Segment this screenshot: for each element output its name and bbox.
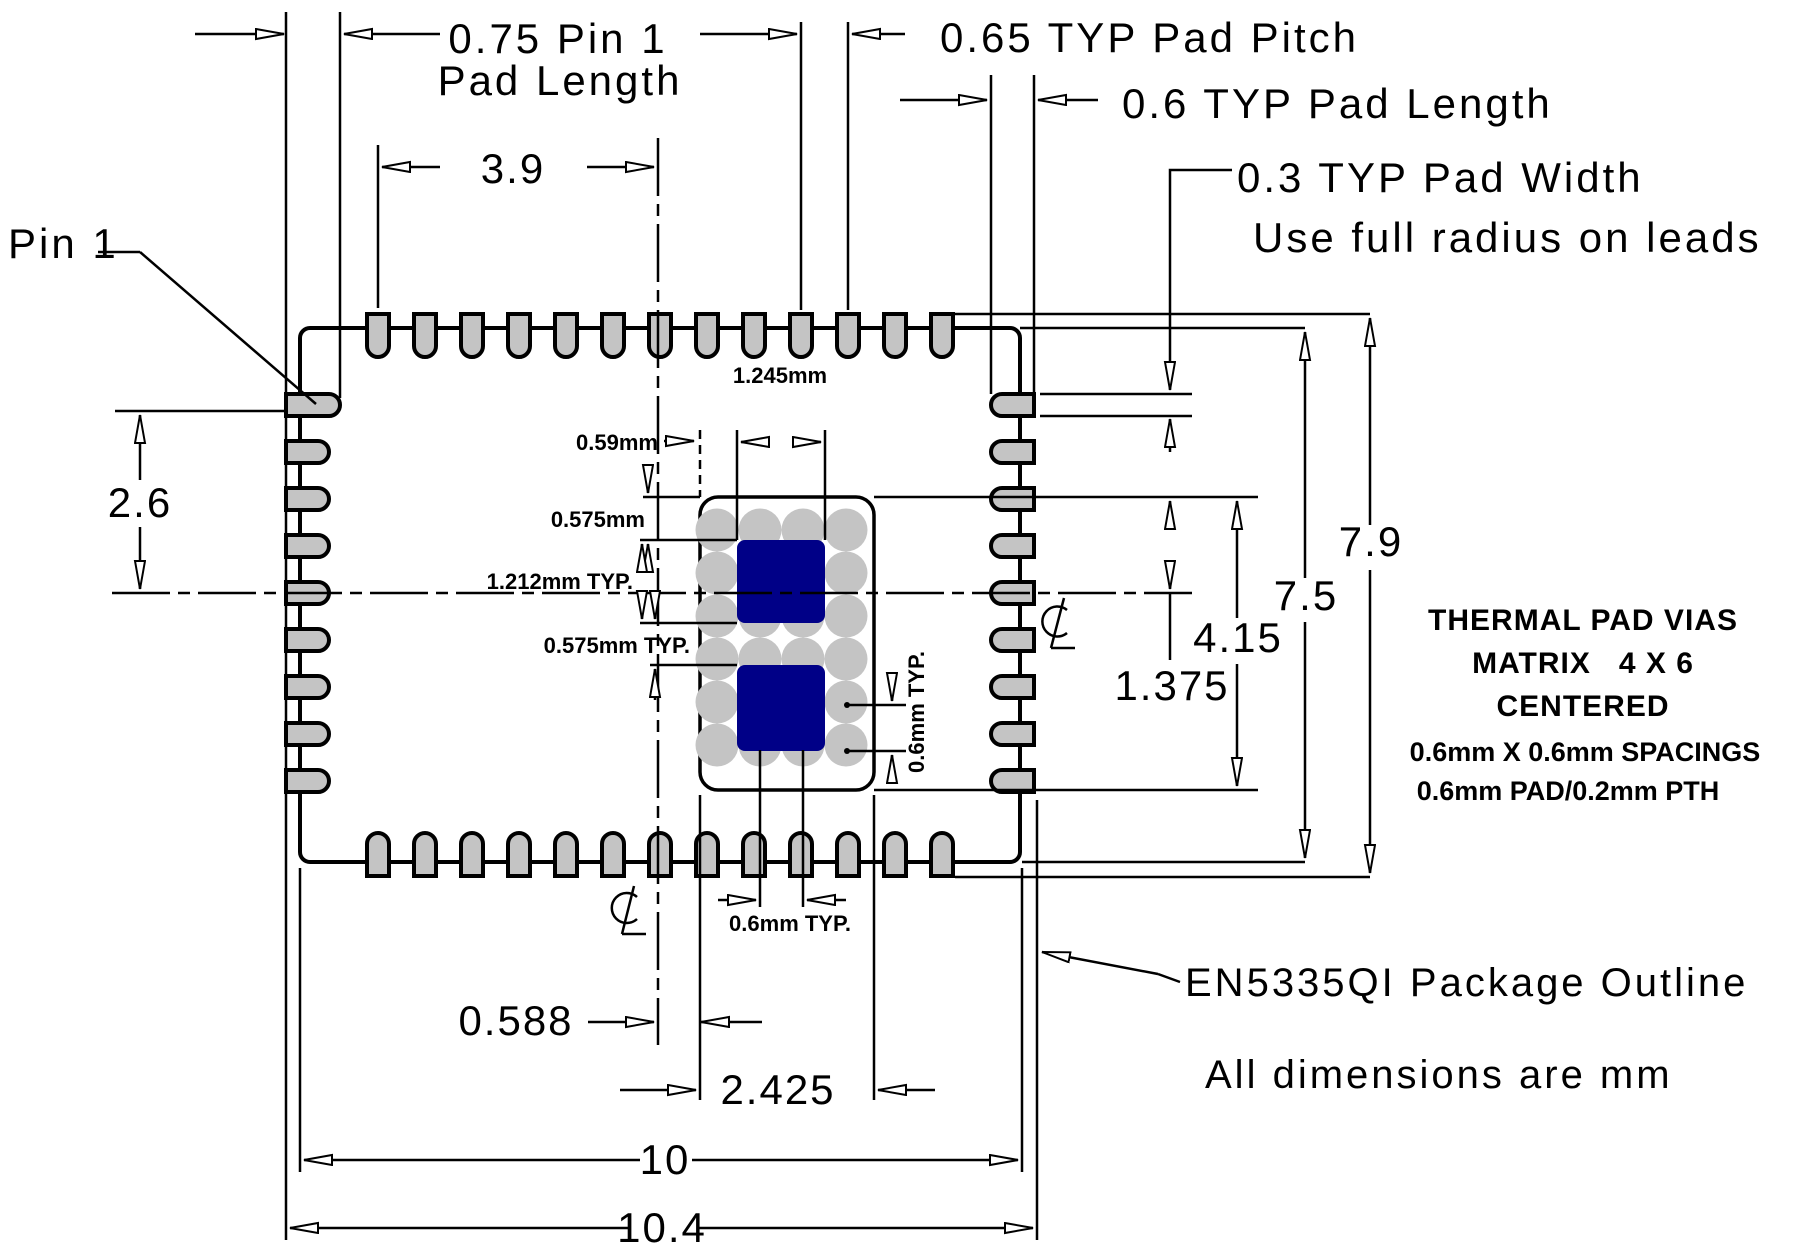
pad-top <box>600 312 626 359</box>
centerline-symbol-right <box>1041 597 1075 650</box>
pad-right <box>989 627 1036 653</box>
thermal-note-line4: 0.6mm X 0.6mm SPACINGS <box>1410 737 1761 767</box>
units-note: All dimensions are mm <box>1205 1053 1673 1097</box>
pad-width-label: 0.3 TYP Pad Width <box>1237 154 1644 201</box>
dim-0-588: 0.588 <box>458 997 573 1044</box>
pad-top <box>835 312 861 359</box>
pad-top <box>788 312 814 359</box>
thermal-via <box>695 723 739 767</box>
pad-left <box>284 768 331 794</box>
full-radius-note: Use full radius on leads <box>1253 214 1762 261</box>
thermal-cutout-lower <box>737 665 825 751</box>
thermal-via <box>824 551 868 595</box>
thermal-note-line3: CENTERED <box>1496 690 1669 723</box>
pad-top <box>882 312 908 359</box>
pad-top <box>365 312 391 359</box>
thermal-via <box>824 680 868 724</box>
pad-top <box>929 312 955 359</box>
package-body-outline <box>298 326 1022 864</box>
pad-top <box>459 312 485 359</box>
pad-bottom <box>600 831 626 878</box>
pad-top <box>741 312 767 359</box>
thermal-via <box>824 637 868 681</box>
pad-column-left (pin1 first) <box>284 392 342 794</box>
pad-bottom <box>553 831 579 878</box>
pad-bottom <box>882 831 908 878</box>
pad-bottom <box>788 831 814 878</box>
thermal-via <box>824 508 868 552</box>
pad-left <box>284 674 331 700</box>
thermal-note-line5: 0.6mm PAD/0.2mm PTH <box>1417 776 1720 806</box>
thermal-via <box>824 594 868 638</box>
annotations: 0.75 Pin 1 Pad Length 0.65 TYP Pad Pitch… <box>8 14 1762 1251</box>
pin1-pad-length-label-line1: 0.75 Pin 1 <box>448 15 667 62</box>
thermal-via <box>824 723 868 767</box>
dim-10-4: 10.4 <box>617 1204 707 1251</box>
outline-title: EN5335QI Package Outline <box>1185 961 1748 1005</box>
pad-bottom <box>741 831 767 878</box>
thermal-via <box>695 508 739 552</box>
dim-4-15: 4.15 <box>1193 614 1283 661</box>
pin1-pad-length-label-line2: Pad Length <box>438 57 683 104</box>
pad-bottom <box>694 831 720 878</box>
pad-right <box>989 721 1036 747</box>
pad-right <box>989 392 1036 418</box>
dimension-lines <box>140 34 1370 1228</box>
dim-10: 10 <box>640 1136 691 1183</box>
pad-left <box>284 439 331 465</box>
dim-1-245mm: 1.245mm <box>733 363 827 388</box>
dim-0-59mm: 0.59mm <box>576 430 658 455</box>
pad-row-bottom <box>365 831 955 878</box>
pad-left <box>284 486 331 512</box>
extension-lines <box>115 12 1370 1240</box>
dim-0-575mm-typ: 0.575mm TYP. <box>544 633 690 658</box>
thermal-via <box>695 680 739 724</box>
thermal-via <box>695 551 739 595</box>
thermal-note-line1: THERMAL PAD VIAS <box>1428 604 1738 637</box>
dim-1-375: 1.375 <box>1114 662 1229 709</box>
dim-2-425: 2.425 <box>720 1066 835 1113</box>
thermal-via <box>695 594 739 638</box>
pad-right <box>989 533 1036 559</box>
pad-row-top <box>365 312 955 359</box>
pin1-label: Pin 1 <box>8 220 119 267</box>
pad-bottom <box>929 831 955 878</box>
centerline-symbol-bottom <box>610 885 646 936</box>
pad-right <box>989 768 1036 794</box>
pad-pin1 <box>284 392 342 418</box>
thermal-note-line2: MATRIX 4 X 6 <box>1472 647 1694 680</box>
pad-column-right <box>989 392 1036 794</box>
pad-top <box>506 312 532 359</box>
dim-7-5: 7.5 <box>1274 572 1338 619</box>
pad-bottom <box>365 831 391 878</box>
pad-length-label: 0.6 TYP Pad Length <box>1122 80 1553 127</box>
pad-top <box>694 312 720 359</box>
pad-right <box>989 486 1036 512</box>
dim-1-212mm-typ: 1.212mm TYP. <box>487 569 633 594</box>
pad-left <box>284 721 331 747</box>
thermal-cutout-upper <box>737 540 825 623</box>
dim-0-575mm: 0.575mm <box>551 507 645 532</box>
pad-bottom <box>506 831 532 878</box>
dim-2-6: 2.6 <box>108 479 172 526</box>
pad-top <box>553 312 579 359</box>
leader-lines <box>98 250 1181 984</box>
pad-top <box>647 312 673 359</box>
pad-left <box>284 627 331 653</box>
pad-top <box>412 312 438 359</box>
pad-bottom <box>647 831 673 878</box>
dim-0-6mm-typ-bottom: 0.6mm TYP. <box>729 911 851 936</box>
pad-bottom <box>835 831 861 878</box>
pad-bottom <box>459 831 485 878</box>
dim-7-9: 7.9 <box>1339 518 1403 565</box>
pad-pitch-label: 0.65 TYP Pad Pitch <box>940 14 1359 61</box>
pad-right <box>989 674 1036 700</box>
dim-3-9: 3.9 <box>481 145 545 192</box>
dim-0-6mm-typ-right: 0.6mm TYP. <box>904 651 929 773</box>
pad-right <box>989 439 1036 465</box>
thermal-via <box>695 637 739 681</box>
pad-left <box>284 533 331 559</box>
pad-bottom <box>412 831 438 878</box>
